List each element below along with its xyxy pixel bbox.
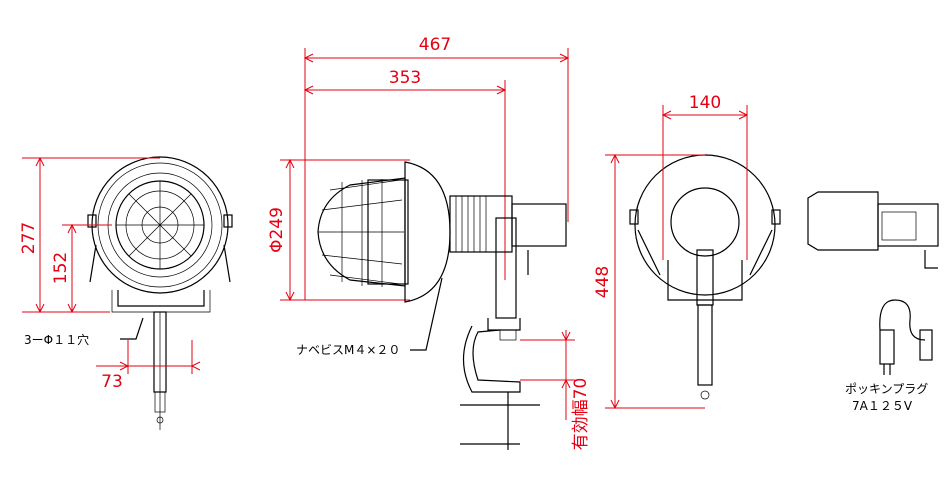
label-plug-rating: 7A１２５V xyxy=(852,399,913,413)
dim-diameter: Φ249 xyxy=(267,207,287,253)
dim-overall-length: 467 xyxy=(419,35,451,55)
dim-clamp-range: 有効幅70 xyxy=(571,378,591,451)
dim-height-total: 277 xyxy=(19,222,39,254)
plug-illustration xyxy=(807,191,939,375)
label-screw: ナベビスM４×２０ xyxy=(296,343,400,357)
dim-guard-width: 140 xyxy=(689,93,721,113)
front-view xyxy=(22,156,233,430)
dim-height-mount: 152 xyxy=(51,252,71,284)
dim-body-length: 353 xyxy=(389,68,421,88)
label-plug-name: ポッキンプラグ xyxy=(845,382,928,396)
dim-hole-pitch: 73 xyxy=(101,372,123,392)
side-view xyxy=(280,48,575,450)
rear-view xyxy=(605,105,781,410)
label-mount-holes: 3ーΦ１１穴 xyxy=(24,332,89,347)
dim-side-height: 448 xyxy=(593,266,613,298)
